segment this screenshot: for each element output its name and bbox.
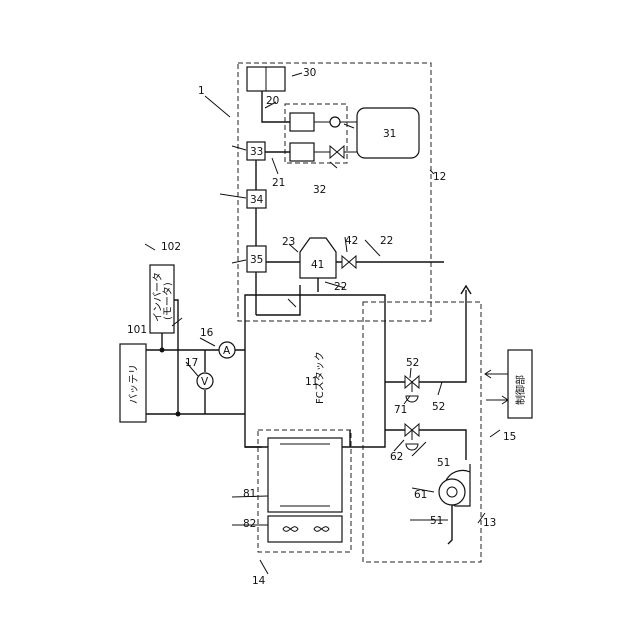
valve-42: [342, 256, 356, 268]
label-voltmeter-17: 17: [185, 357, 198, 369]
regulator-box-upper: [290, 113, 314, 131]
label-pipe-51b: 51: [430, 515, 443, 527]
label-unit-32: 32: [313, 184, 326, 196]
radiator-81: [268, 438, 342, 512]
label-cooling-unit-14: 14: [252, 575, 266, 587]
label-pipe-21: 21: [272, 177, 285, 189]
junction-dot: [176, 412, 181, 417]
tank-valve: [330, 146, 344, 158]
label-fan-82: 82: [243, 518, 256, 530]
air-intake: [448, 505, 452, 544]
inverter-lead-2: [174, 300, 178, 414]
label-pipe-22a: 22: [380, 235, 393, 247]
voltmeter-symbol: V: [201, 376, 209, 388]
label-controller-name: 制御部: [514, 375, 527, 405]
ammeter-symbol: A: [223, 345, 231, 357]
label-system-1: 1: [198, 85, 205, 97]
label-separator-41: 41: [311, 259, 324, 271]
label-battery-name: バッテリ: [128, 364, 140, 404]
label-air-unit-13: 13: [483, 517, 496, 529]
label-compressor-61: 61: [414, 489, 427, 501]
label-inverter-102: 102: [161, 241, 181, 253]
exhaust-pipe-52: [385, 290, 466, 382]
label-pipe-51a: 51: [437, 457, 450, 469]
label-radiator-81: 81: [243, 488, 256, 500]
label-pipe-20: 20: [266, 95, 279, 107]
pressure-gauge: [330, 117, 340, 127]
fuel-return: [256, 285, 300, 315]
label-unit-34: 34: [250, 194, 264, 206]
regulator-box-lower: [290, 143, 314, 161]
label-controller-15: 15: [503, 431, 516, 443]
label-tank-31: 31: [383, 128, 396, 140]
gas-liquid-separator: [300, 238, 336, 278]
label-fuel-unit-12: 12: [433, 171, 446, 183]
label-valve-71: 71: [394, 404, 407, 416]
label-inverter-sub: (モータ): [162, 282, 174, 320]
label-battery-101: 101: [127, 324, 147, 336]
label-unit-35: 35: [250, 254, 263, 266]
label-pipe-23: 23: [282, 236, 295, 248]
label-tank-30: 30: [303, 67, 316, 79]
label-stack-name: FCスタック: [314, 351, 326, 404]
label-pipe-22b: 22: [334, 281, 347, 293]
label-reg-33: 33: [250, 146, 263, 158]
label-ammeter-16: 16: [200, 327, 214, 339]
label-exhaust-52b: 52: [432, 401, 445, 413]
junction-dot: [160, 348, 165, 353]
label-valve-62: 62: [390, 451, 403, 463]
label-exhaust-52a: 52: [406, 357, 419, 369]
label-valve-42: 42: [345, 235, 358, 247]
compressor-61: [439, 479, 465, 505]
fan-82: [268, 516, 342, 542]
air-supply-unit-boundary: [363, 302, 481, 562]
